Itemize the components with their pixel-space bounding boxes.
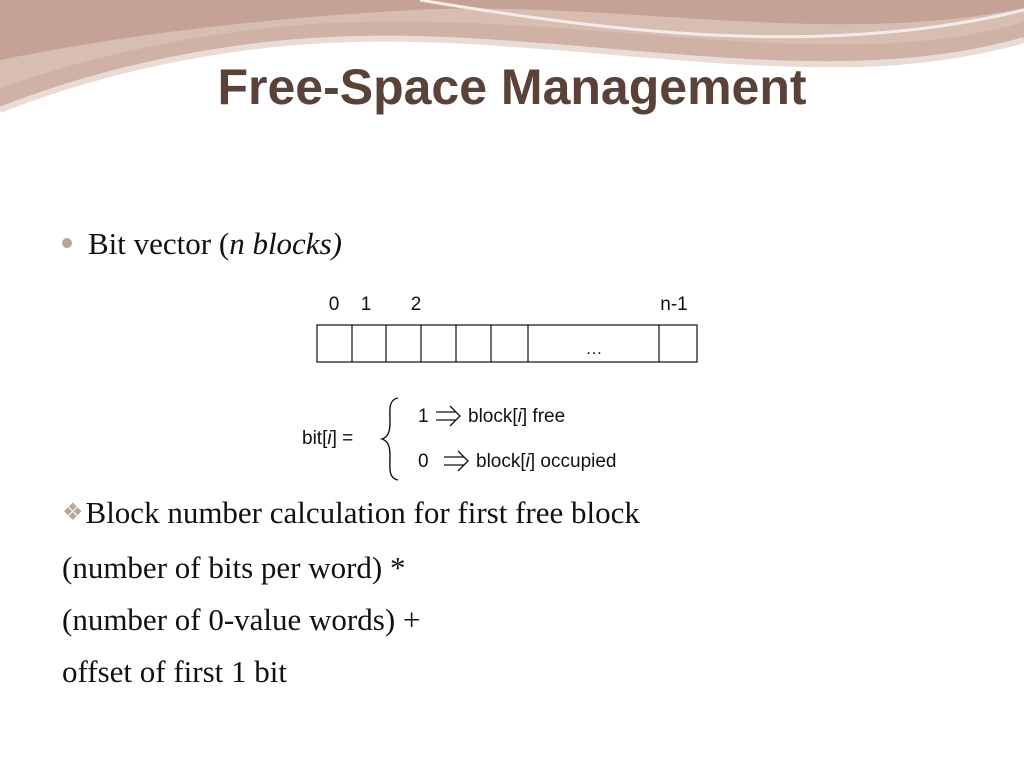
index-label-0: 0 bbox=[329, 294, 340, 315]
index-label-2: 2 bbox=[411, 294, 422, 315]
bullet-bit-vector: Bit vector (n blocks) bbox=[62, 222, 342, 266]
block-number-calculation: ❖Block number calculation for first free… bbox=[62, 487, 640, 698]
implies-arrow-icon bbox=[436, 405, 461, 427]
index-label-1: 1 bbox=[361, 294, 372, 315]
brace-icon bbox=[379, 397, 399, 481]
bit-label: bit[i] = bbox=[302, 428, 353, 449]
bullet-text: Bit vector ( bbox=[88, 226, 230, 261]
calculation-line-3: offset of first 1 bit bbox=[62, 654, 288, 689]
slide-title: Free-Space Management bbox=[217, 59, 807, 115]
case-free-text: block[i] free bbox=[468, 406, 565, 427]
case-occupied-text: block[i] occupied bbox=[476, 451, 617, 472]
bullet-dot-icon bbox=[62, 237, 72, 248]
case-occupied-value: 0 bbox=[418, 451, 429, 472]
bit-vector-figure: 0 1 2 n-1 … bit[i] = 1 block[i] free bbox=[222, 282, 808, 498]
calculation-line-1: (number of bits per word) * bbox=[62, 550, 406, 585]
calculation-heading-row: ❖Block number calculation for first free… bbox=[62, 487, 640, 542]
header-swoosh-decoration bbox=[0, 0, 1024, 113]
diamond-bullet-icon: ❖ bbox=[62, 500, 84, 526]
index-label-n-1: n-1 bbox=[660, 294, 687, 315]
cells-ellipsis: … bbox=[586, 339, 603, 358]
bullet-emphasis: n blocks) bbox=[229, 226, 342, 261]
calculation-heading: Block number calculation for first free … bbox=[85, 495, 640, 530]
calculation-line-2: (number of 0-value words) + bbox=[62, 602, 421, 637]
case-free-value: 1 bbox=[418, 406, 429, 427]
implies-arrow-icon bbox=[444, 450, 469, 472]
bit-vector-cells bbox=[316, 324, 698, 363]
